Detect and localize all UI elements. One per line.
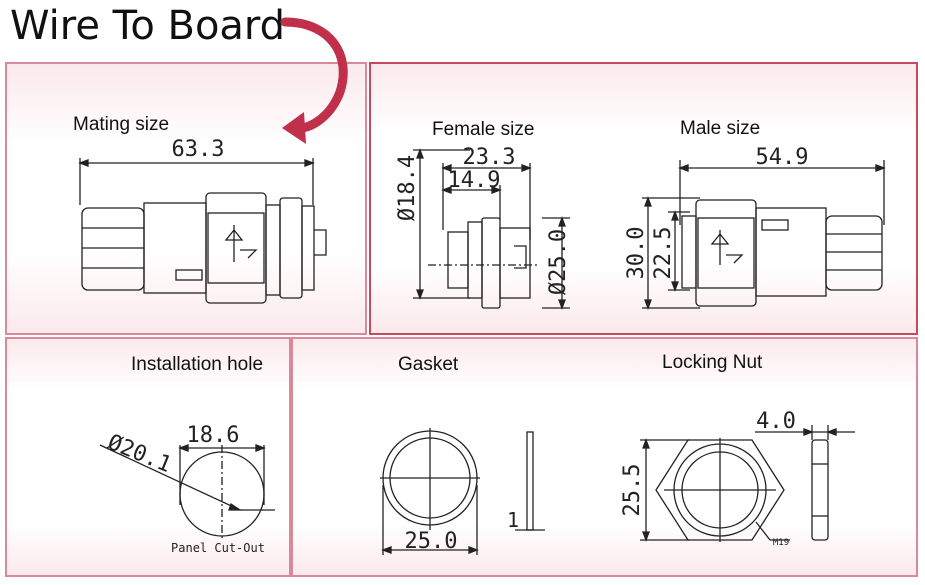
gasket-drawing — [380, 428, 545, 555]
male-height-outer-dim: 30.0 — [624, 227, 649, 280]
panel-cutout-note: Panel Cut-Out — [171, 541, 265, 555]
male-size-label: Male size — [680, 118, 761, 139]
installation-hole-drawing — [99, 444, 275, 540]
installation-hole-panel — [5, 337, 291, 577]
female-connector-drawing — [413, 148, 570, 310]
female-inner-dim: 14.9 — [448, 168, 501, 193]
locking-nut-drawing — [640, 425, 855, 542]
mating-connector-drawing — [78, 158, 327, 304]
female-diameter-flange-dim: Ø25.0 — [546, 229, 571, 295]
gasket-label: Gasket — [398, 354, 459, 375]
female-overall-dim: 23.3 — [463, 145, 516, 170]
curved-arrow-icon — [280, 17, 348, 144]
nut-height-dim: 25.5 — [620, 464, 645, 517]
gasket-thickness-dim: 1 — [507, 508, 519, 532]
nut-thickness-dim: 4.0 — [756, 409, 796, 434]
mating-size-label: Mating size — [73, 114, 170, 135]
male-connector-drawing — [642, 160, 886, 310]
female-size-label: Female size — [432, 119, 535, 140]
male-height-inner-dim: 22.5 — [651, 227, 676, 280]
installation-width-dim: 18.6 — [187, 423, 240, 448]
page-title: Wire To Board — [10, 3, 286, 49]
installation-hole-label: Installation hole — [131, 354, 264, 375]
gasket-diameter-dim: 25.0 — [405, 529, 458, 554]
female-diameter-height-dim: Ø18.4 — [395, 155, 420, 221]
male-length-dim: 54.9 — [756, 145, 809, 170]
nut-thread-label: M19 — [773, 538, 789, 548]
mating-length-dim: 63.3 — [172, 137, 225, 162]
installation-diameter-dim: Ø20.1 — [104, 430, 175, 478]
locking-nut-label: Locking Nut — [662, 352, 763, 373]
